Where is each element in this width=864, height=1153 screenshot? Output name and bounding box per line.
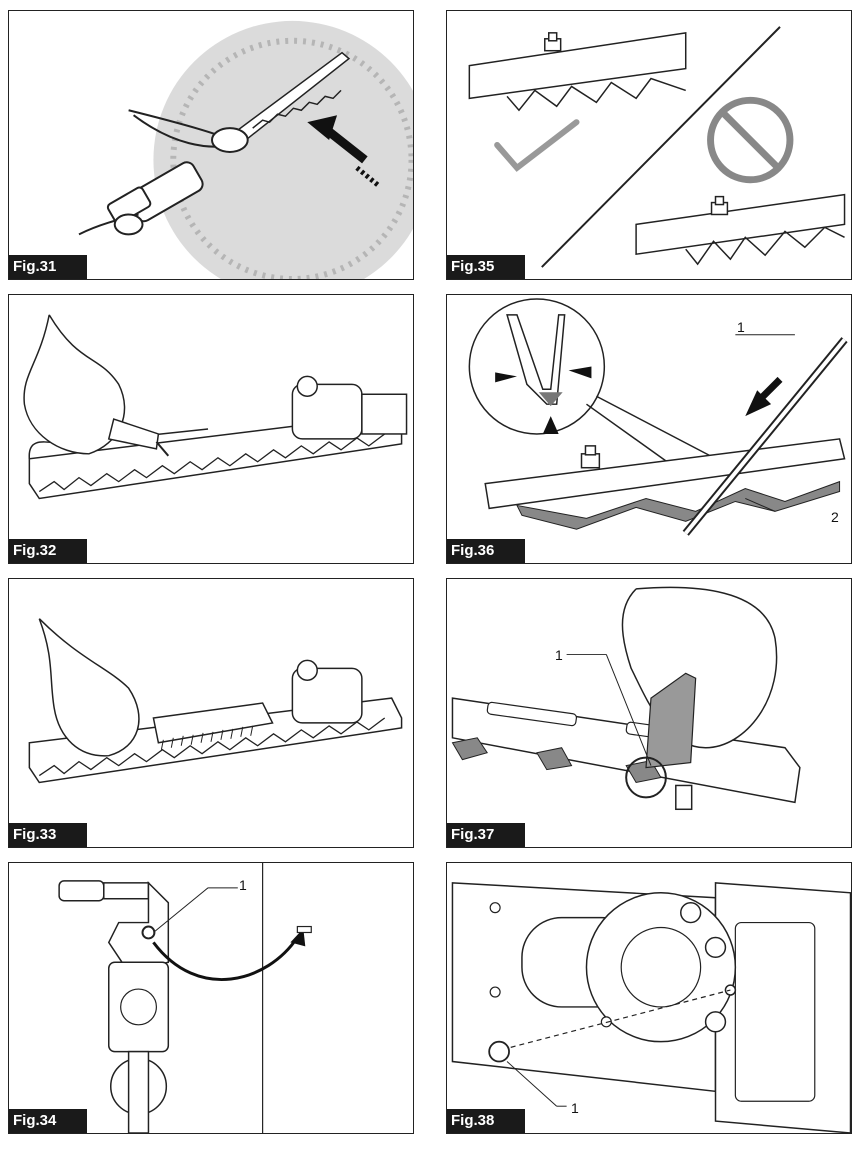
figure-label: Fig.31	[9, 255, 87, 279]
gear-housing-illustration	[451, 882, 851, 1133]
blade-alignment-illustration	[468, 26, 846, 268]
figure-label: Fig.35	[447, 255, 525, 279]
callout-1: 1	[737, 319, 745, 335]
callout-2: 2	[831, 509, 839, 525]
callout-1: 1	[571, 1100, 579, 1116]
figure-33: Fig.33	[8, 578, 414, 848]
figure-35: Fig.35	[446, 10, 852, 280]
arrow-icon	[745, 376, 783, 417]
figure-label: Fig.34	[9, 1109, 87, 1133]
figure-32: Fig.32	[8, 294, 414, 564]
arrow-icon	[307, 115, 381, 188]
figure-38: 1 Fig.38	[446, 862, 852, 1134]
callout-1: 1	[555, 647, 563, 663]
hedge-trimming-illustration	[78, 20, 413, 279]
figure-34: 1 Fig.34	[8, 862, 414, 1134]
figure-37: 1 Fig.37	[446, 578, 852, 848]
check-icon	[494, 119, 580, 172]
blade-filing-illustration	[468, 298, 848, 536]
figure-label: Fig.32	[9, 539, 87, 563]
figure-label: Fig.38	[447, 1109, 525, 1133]
figure-label: Fig.37	[447, 823, 525, 847]
figure-31: Fig.31	[8, 10, 414, 280]
callout-1: 1	[239, 877, 247, 893]
prohibited-icon	[707, 96, 794, 184]
whetstone-illustration	[451, 586, 801, 811]
blade-brushing-illustration	[28, 618, 403, 784]
figure-36: 1 2 Fig.36	[446, 294, 852, 564]
figure-label: Fig.36	[447, 539, 525, 563]
screw-removal-illustration	[58, 863, 312, 1133]
figure-label: Fig.33	[9, 823, 87, 847]
blade-oiling-illustration	[23, 314, 408, 500]
